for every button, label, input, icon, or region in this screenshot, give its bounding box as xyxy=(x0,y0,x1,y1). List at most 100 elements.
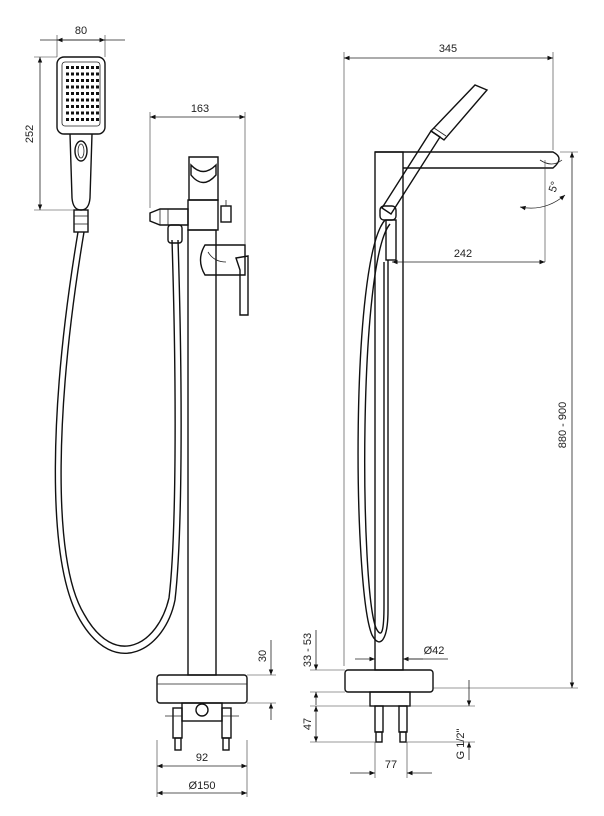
nozzle xyxy=(71,118,74,121)
nozzle xyxy=(66,85,69,89)
dim-side-mount-label: 77 xyxy=(385,759,397,771)
nozzle xyxy=(86,111,89,115)
nozzle xyxy=(96,118,99,121)
nozzle xyxy=(66,66,69,69)
dim-front-reach-label: 163 xyxy=(191,103,209,115)
dim-spout-projection-label: 242 xyxy=(454,248,472,260)
nozzle xyxy=(81,98,84,102)
dim-spout-angle-label: 5° xyxy=(547,180,562,194)
nozzle xyxy=(91,105,94,108)
dim-adjust-range-label: 33 - 53 xyxy=(302,633,314,667)
nozzle xyxy=(71,92,74,95)
dim-spout-projection: 242 xyxy=(392,248,545,265)
nozzle xyxy=(71,72,74,76)
dim-base-diameter: Ø150 xyxy=(157,780,247,796)
dim-adjust-range: 33 - 53 xyxy=(302,630,345,705)
nozzle xyxy=(86,118,89,121)
nozzle xyxy=(96,98,99,102)
nozzle xyxy=(91,79,94,82)
nozzle xyxy=(86,79,89,82)
nozzle xyxy=(81,118,84,121)
nozzle xyxy=(71,98,74,102)
nozzle xyxy=(76,79,79,82)
nozzle xyxy=(76,85,79,89)
dim-handshower-height-label: 252 xyxy=(24,125,36,143)
front-view xyxy=(149,156,249,751)
dim-front-mount: 92 xyxy=(156,740,248,797)
dim-base-thickness: 30 xyxy=(247,640,276,720)
nozzle xyxy=(71,66,74,69)
nozzle xyxy=(66,111,69,115)
dim-base-thickness-label: 30 xyxy=(257,650,269,662)
nozzle xyxy=(86,98,89,102)
nozzle xyxy=(66,92,69,95)
dim-handshower-width: 80 xyxy=(40,25,125,57)
nozzle xyxy=(81,92,84,95)
dim-thread-label: G 1/2" xyxy=(455,729,467,760)
nozzle xyxy=(86,85,89,89)
dim-front-mount-label: 92 xyxy=(196,752,208,764)
nozzle xyxy=(86,92,89,95)
dim-side-mount: 77 xyxy=(350,742,432,778)
dim-height-range: 880 - 900 xyxy=(433,151,578,689)
nozzle xyxy=(96,66,99,69)
nozzle xyxy=(81,72,84,76)
nozzle xyxy=(81,85,84,89)
dim-side-width-label: 345 xyxy=(439,43,457,55)
nozzle xyxy=(76,105,79,108)
nozzle xyxy=(91,118,94,121)
dim-column-diameter: Ø42 xyxy=(355,645,448,662)
nozzle xyxy=(96,111,99,115)
side-view xyxy=(344,84,563,743)
nozzle xyxy=(76,98,79,102)
nozzle xyxy=(71,85,74,89)
dim-side-below: 47 xyxy=(302,705,376,743)
nozzle xyxy=(76,66,79,69)
nozzle xyxy=(81,66,84,69)
dim-height-range-label: 880 - 900 xyxy=(557,402,569,448)
nozzle xyxy=(66,105,69,108)
dim-base-diameter-label: Ø150 xyxy=(189,780,216,792)
nozzle xyxy=(96,105,99,108)
nozzle xyxy=(96,79,99,82)
spray-nozzles xyxy=(66,66,99,121)
nozzle xyxy=(76,111,79,115)
nozzle xyxy=(66,72,69,76)
nozzle xyxy=(81,105,84,108)
side-handshower xyxy=(379,84,489,221)
dim-front-reach: 163 xyxy=(149,103,246,245)
nozzle xyxy=(91,66,94,69)
nozzle xyxy=(86,72,89,76)
nozzle xyxy=(76,72,79,76)
nozzle xyxy=(91,111,94,115)
nozzle xyxy=(71,111,74,115)
nozzle xyxy=(91,92,94,95)
dim-side-below-label: 47 xyxy=(302,718,314,730)
nozzle xyxy=(81,79,84,82)
nozzle xyxy=(76,92,79,95)
dim-thread: G 1/2" xyxy=(407,680,475,760)
hose-front xyxy=(54,231,182,654)
nozzle xyxy=(96,72,99,76)
nozzle xyxy=(91,98,94,102)
nozzle xyxy=(76,118,79,121)
nozzle xyxy=(91,72,94,76)
nozzle xyxy=(71,79,74,82)
nozzle xyxy=(86,105,89,108)
nozzle xyxy=(96,92,99,95)
dim-column-diameter-label: Ø42 xyxy=(424,645,445,657)
nozzle xyxy=(66,98,69,102)
nozzle xyxy=(86,66,89,69)
nozzle xyxy=(91,85,94,89)
nozzle xyxy=(66,118,69,121)
nozzle xyxy=(96,85,99,89)
nozzle xyxy=(71,105,74,108)
dim-side-width: 345 xyxy=(343,43,554,666)
nozzle xyxy=(81,111,84,115)
dim-handshower-width-label: 80 xyxy=(75,25,87,37)
dim-handshower-height: 252 xyxy=(24,56,74,211)
hand-shower xyxy=(56,56,106,233)
nozzle xyxy=(66,79,69,82)
dim-spout-angle: 5° xyxy=(519,160,566,262)
